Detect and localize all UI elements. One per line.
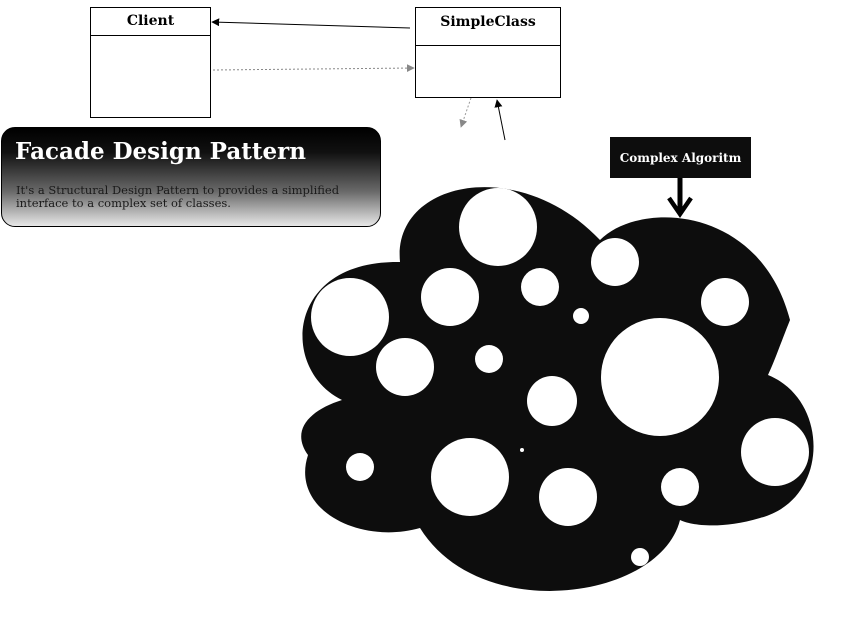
complex-label-arrowhead <box>667 196 693 218</box>
facade-title: Facade Design Pattern <box>15 138 306 165</box>
client-class-title: Client <box>91 8 210 36</box>
client-class-box: Client <box>90 7 211 118</box>
up-to-simpleclass-arrow <box>494 99 506 141</box>
simpleclass-box: SimpleClass <box>415 7 561 98</box>
complex-algorithm-label: Complex Algoritm <box>610 137 751 178</box>
simpleclass-title: SimpleClass <box>416 8 560 46</box>
simpleclass-down-dotted-arrow <box>459 97 472 128</box>
simpleclass-to-client-arrow <box>211 18 411 29</box>
cloud-holes <box>311 188 809 566</box>
facade-description: It's a Structural Design Pattern to prov… <box>16 183 340 210</box>
client-to-simpleclass-dotted-arrow <box>212 64 415 73</box>
facade-card: Facade Design Pattern It's a Structural … <box>1 127 381 227</box>
